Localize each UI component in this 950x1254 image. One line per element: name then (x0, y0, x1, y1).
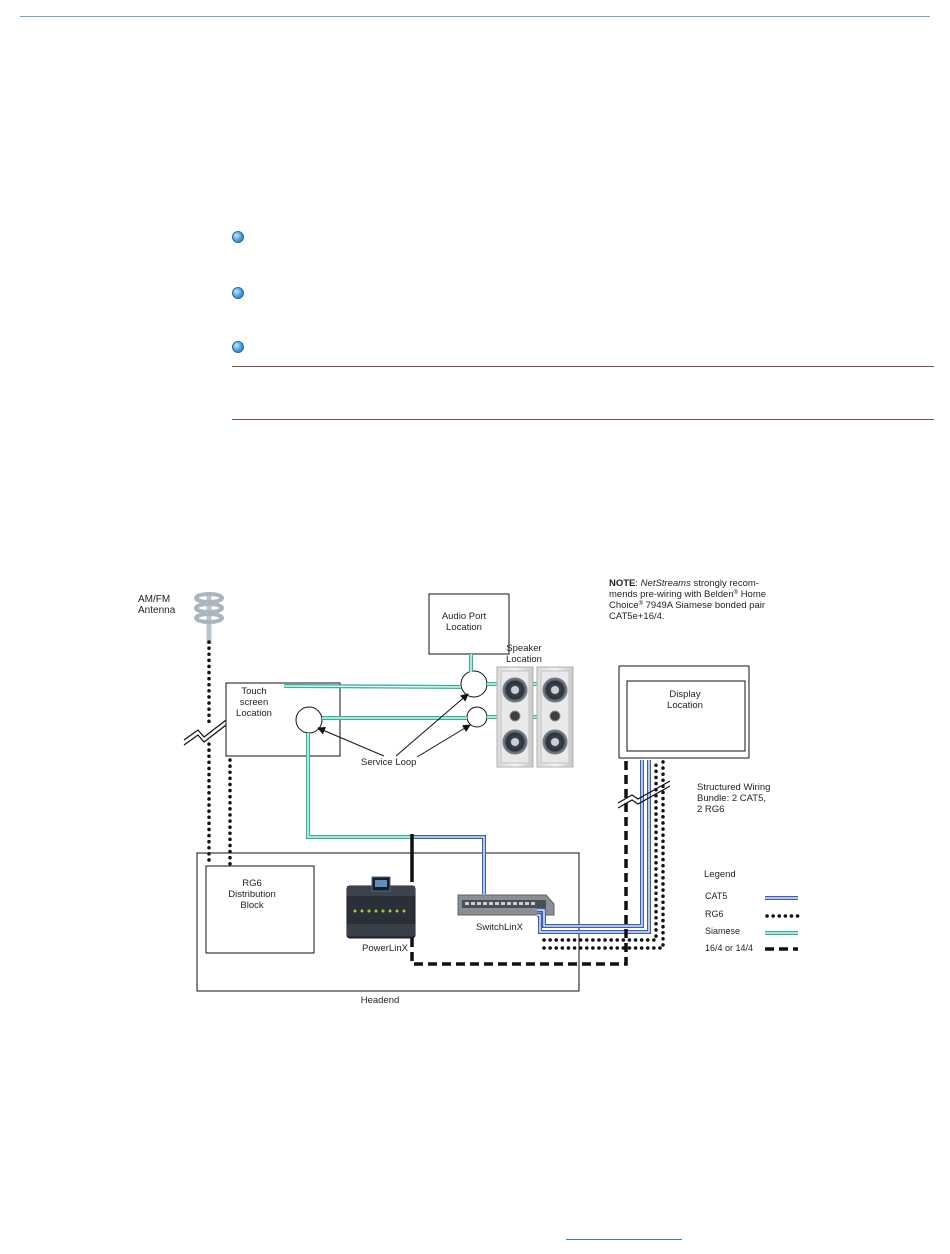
svg-text:Siamese: Siamese (705, 926, 740, 936)
service-loop-arrows (317, 693, 471, 758)
legend-item-siamese: Siamese (705, 926, 798, 936)
speaker-icon (536, 666, 574, 768)
speaker-service-loop-upper (460, 670, 488, 698)
power-cables (410, 760, 628, 966)
break-symbol (183, 716, 231, 746)
legend-item-cat5: CAT5 (705, 891, 798, 901)
footer-link-underline[interactable] (566, 1239, 682, 1240)
rg6-distribution-block (205, 865, 315, 954)
headend-label: Headend (361, 995, 400, 1006)
speaker-service-loop-lower (466, 706, 488, 728)
powerlinx-icon (346, 876, 416, 939)
switchlinx-icon (457, 894, 555, 916)
rg6-display-cables (542, 758, 665, 950)
svg-text:RG6: RG6 (705, 909, 724, 919)
note-bottom-rule (232, 419, 934, 420)
speaker-icon (496, 666, 534, 768)
switchlinx-label: SwitchLinX (476, 922, 524, 933)
powerlinx-label: PowerLinX (362, 943, 409, 954)
note-top-rule (232, 366, 934, 367)
legend-title: Legend (704, 869, 736, 880)
antenna-icon (194, 592, 224, 644)
touchscreen-service-loop (295, 706, 323, 734)
bullet-icon (232, 341, 244, 353)
display-screen (626, 680, 746, 752)
audio-port-location-box (428, 593, 510, 655)
legend-item-rg6: RG6 (705, 909, 800, 919)
bullet-icon (232, 231, 244, 243)
svg-text:16/4 or 14/4: 16/4 or 14/4 (705, 943, 753, 953)
bundle-break-symbol (617, 780, 671, 809)
svg-text:CAT5: CAT5 (705, 891, 727, 901)
cat5-cables (412, 760, 651, 934)
siamese-cables (283, 654, 538, 839)
bullet-icon (232, 287, 244, 299)
headend-box (196, 852, 580, 992)
header-rule (20, 16, 930, 17)
service-loop-label: Service Loop (361, 757, 416, 768)
note-text: NOTE: NetStreams strongly recom- mends p… (609, 578, 769, 622)
legend-item-power: 16/4 or 14/4 (705, 943, 798, 953)
